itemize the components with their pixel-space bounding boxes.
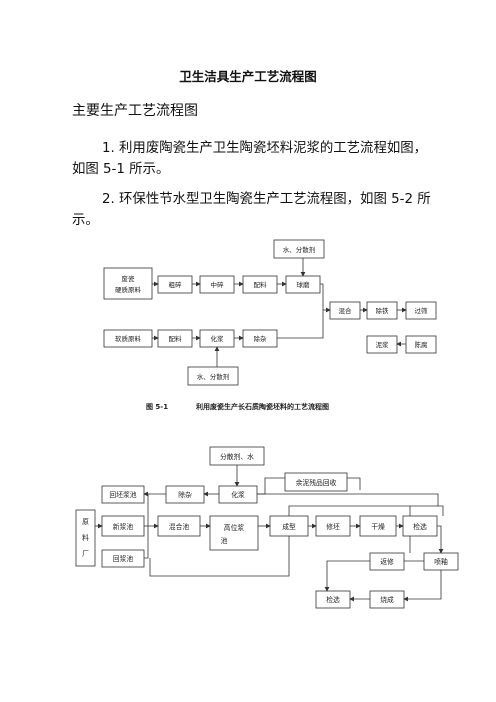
aging-box: [405, 335, 437, 354]
waste-porcelain-label-1: 废瓷: [122, 274, 136, 283]
water-dispersant-top-label: 水、分散剂: [283, 245, 316, 254]
return-pool-2-label: 回浆池: [113, 554, 134, 563]
paragraph-1-text: 1. 利用废陶瓷生产卫生陶瓷坯料泥浆的工艺流程如图，如图 5-1 所示。: [72, 141, 428, 177]
high-tank-box: [209, 515, 259, 551]
ball-mill-label: 球磨: [297, 280, 311, 289]
connector: [288, 505, 444, 516]
new-pool-label: 新浆池: [113, 522, 134, 531]
figure-5-1: 水、分散剂 废瓷 硬质原料 粗碎 中碎 配料 球磨 软质原料 配料 化浆 除杂 …: [103, 239, 437, 411]
page-title: 卫生洁具生产工艺流程图: [179, 69, 317, 84]
connector: [149, 536, 290, 577]
connector: [257, 493, 439, 506]
firing-label: 烧成: [380, 595, 394, 604]
iron-removal-label: 除铁: [376, 306, 390, 315]
mixing-pool-label: 混合池: [169, 522, 190, 531]
dispersant-water-label: 分散剂、水: [220, 452, 254, 461]
slurry-label: 泥浆: [376, 340, 390, 349]
section-heading: 主要生产工艺流程图: [72, 103, 198, 119]
connector: [144, 494, 149, 559]
inspection-2-label: 检选: [326, 595, 340, 604]
return-repair-label: 返修: [380, 557, 394, 566]
arrow: [320, 283, 331, 313]
aging-label: 陈腐: [415, 340, 429, 349]
high-tank-label-2: 池: [221, 536, 228, 545]
raw-factory-box: [75, 509, 96, 567]
inspection-1-label: 检选: [413, 522, 427, 531]
raw-factory-label-2: 料: [82, 533, 89, 542]
paragraph-1: 1. 利用废陶瓷生产卫生陶瓷坯料泥浆的工艺流程如图，如图 5-1 所示。: [72, 138, 432, 180]
arrow: [324, 560, 370, 592]
return-pool-1-label: 回坯浆池: [109, 490, 136, 499]
coarse-crush-label: 粗碎: [169, 280, 183, 289]
water-dispersant-bottom-box: [187, 366, 239, 386]
batching-bottom-label: 配料: [169, 334, 183, 343]
slurrying-2-label: 化浆: [231, 490, 245, 499]
raw-factory-label-3: 厂: [82, 550, 89, 558]
return-repair-box: [369, 552, 405, 571]
slurry-recovery-box: [284, 472, 348, 492]
connector: [277, 310, 324, 339]
glazing-label: 喷釉: [434, 557, 448, 566]
sieving-label: 过筛: [415, 306, 429, 315]
water-dispersant-top-box: [273, 239, 325, 259]
batching-top-label: 配料: [254, 280, 268, 289]
impurity-removal-label: 除杂: [254, 334, 268, 343]
mixing-label: 混合: [339, 306, 353, 315]
paragraph-2-text: 2. 环保性节水型卫生陶瓷生产工艺流程图，如图 5-2 所示。: [72, 192, 431, 228]
water-dispersant-bottom-label: 水、分散剂: [197, 372, 230, 381]
slurry-recovery-label: 余泥残品回收: [296, 478, 337, 487]
figure-5-1-caption-text: 利用废瓷生产长石质陶瓷坯料的工艺流程图: [196, 402, 329, 411]
soft-material-label: 软质原料: [115, 334, 142, 343]
slurrying-label: 化浆: [211, 334, 225, 343]
forming-label: 成型: [282, 522, 296, 531]
repair-label: 修坯: [326, 522, 340, 531]
waste-porcelain-label-2: 硬质原料: [115, 285, 142, 294]
paragraph-2: 2. 环保性节水型卫生陶瓷生产工艺流程图，如图 5-2 所示。: [72, 189, 432, 231]
arrow: [437, 525, 444, 554]
connector: [347, 477, 361, 490]
figure-5-1-caption-num: 图 5-1: [146, 402, 168, 411]
connector: [257, 477, 285, 495]
drying-label: 干燥: [371, 522, 385, 531]
medium-crush-label: 中碎: [211, 280, 225, 289]
high-tank-label-1: 高位浆: [224, 523, 245, 532]
raw-factory-label-1: 原: [82, 518, 89, 526]
figure-5-2: 分散剂、水 余泥残品回收 回坯浆池 除杂 化浆 原 料 厂 新浆池 混合池 高位…: [75, 446, 459, 609]
impurity-removal-2-label: 除杂: [178, 490, 192, 499]
return-pool-2-box: [101, 549, 145, 568]
arrow: [403, 570, 442, 602]
soft-material-box: [103, 329, 153, 348]
waste-porcelain-box: [103, 267, 153, 300]
